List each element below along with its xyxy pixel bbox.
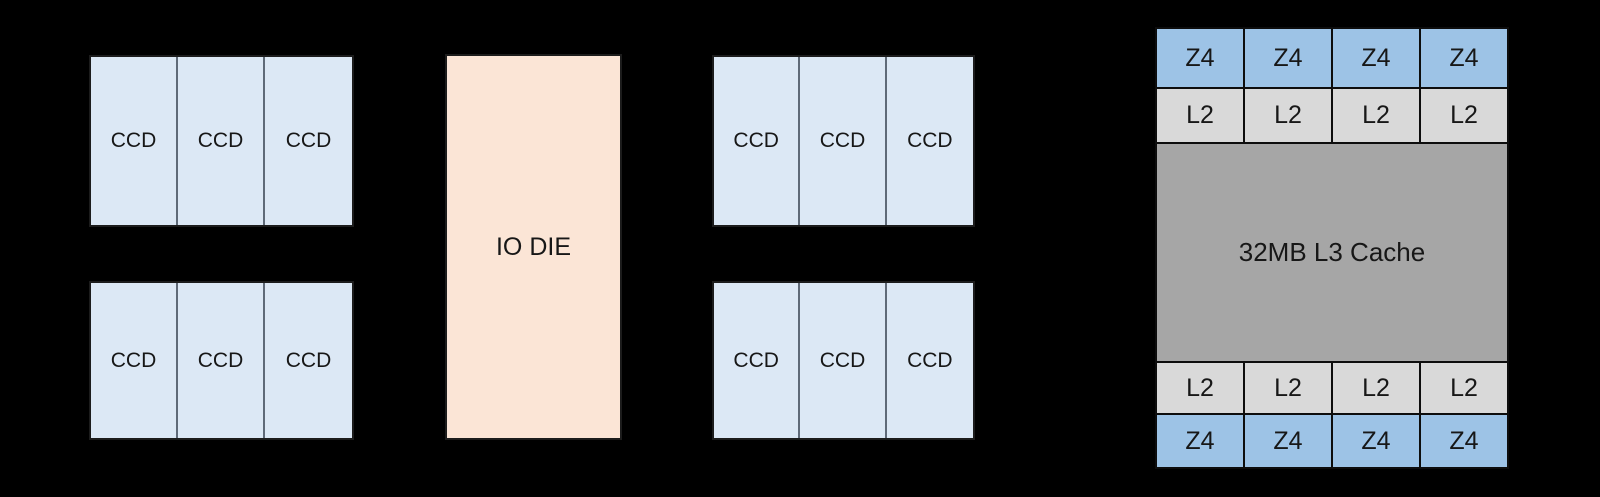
io-die-block: IO DIE <box>445 54 622 440</box>
z4-core-cell: Z4 <box>1421 415 1507 467</box>
ccd-die: CCD <box>714 57 801 225</box>
ccd-group-bottom-left: CCD CCD CCD <box>89 281 354 440</box>
l2-cache-cell: L2 <box>1157 363 1243 413</box>
ccd-die: CCD <box>91 57 178 225</box>
z4-core-cell: Z4 <box>1157 29 1243 87</box>
z4-core-cell: Z4 <box>1245 29 1331 87</box>
ccd-die: CCD <box>886 283 973 438</box>
l3-cache-block: 32MB L3 Cache <box>1157 144 1507 361</box>
l2-cache-cell: L2 <box>1157 89 1243 142</box>
z4-core-cell: Z4 <box>1421 29 1507 87</box>
ccd-die: CCD <box>886 57 973 225</box>
z4-core-cell: Z4 <box>1245 415 1331 467</box>
l2-cache-cell: L2 <box>1421 89 1507 142</box>
ccd-die: CCD <box>265 283 352 438</box>
l2-cache-cell: L2 <box>1245 89 1331 142</box>
l2-cache-cell: L2 <box>1421 363 1507 413</box>
ccd-die: CCD <box>800 57 887 225</box>
ccd-die: CCD <box>91 283 178 438</box>
z4-core-cell: Z4 <box>1333 415 1419 467</box>
ccd-die: CCD <box>714 283 801 438</box>
ccd-die: CCD <box>265 57 352 225</box>
zen4-ccd-detail-block: Z4 Z4 Z4 Z4 L2 L2 L2 L2 32MB L3 Cache L2… <box>1155 27 1509 469</box>
ccd-die: CCD <box>800 283 887 438</box>
z4-core-cell: Z4 <box>1157 415 1243 467</box>
l2-cache-cell: L2 <box>1245 363 1331 413</box>
ccd-die: CCD <box>178 57 265 225</box>
ccd-group-top-right: CCD CCD CCD <box>712 55 975 227</box>
ccd-die: CCD <box>178 283 265 438</box>
ccd-group-top-left: CCD CCD CCD <box>89 55 354 227</box>
l2-cache-cell: L2 <box>1333 89 1419 142</box>
z4-core-cell: Z4 <box>1333 29 1419 87</box>
l2-cache-cell: L2 <box>1333 363 1419 413</box>
ccd-group-bottom-right: CCD CCD CCD <box>712 281 975 440</box>
